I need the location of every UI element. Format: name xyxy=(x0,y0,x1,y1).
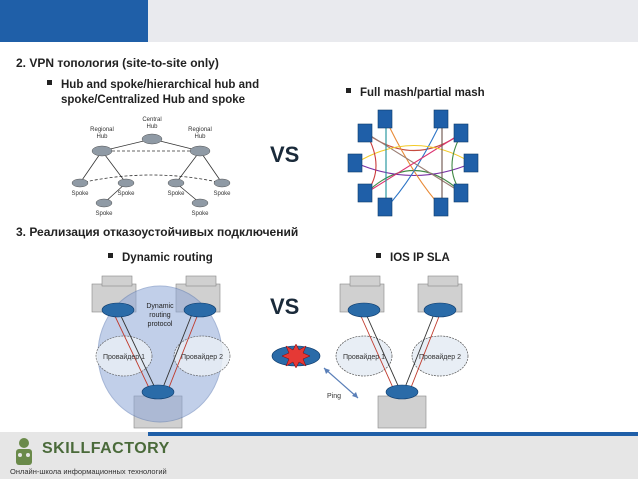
label-regional-hub-right: Regional xyxy=(188,127,212,133)
bullet-full-mash-label: Full mash/partial mash xyxy=(360,87,485,99)
top-bar-accent xyxy=(0,0,148,42)
section2-title: 2. VPN топология (site-to-site only) xyxy=(16,56,219,70)
sla-provider1-label: Провайдер 1 xyxy=(343,353,385,361)
bullet-dynamic-routing-label: Dynamic routing xyxy=(122,252,213,264)
svg-text:Hub: Hub xyxy=(194,134,206,140)
full-mesh-diagram xyxy=(346,108,482,220)
spoke-labels: Spoke Spoke Spoke Spoke Spoke Spoke xyxy=(71,191,231,217)
bullet-hub-spoke-line1: Hub and spoke/hierarchical hub and xyxy=(61,79,260,91)
svg-text:Spoke: Spoke xyxy=(167,191,185,197)
mesh-building-icons xyxy=(347,109,479,217)
sla-provider2-label: Провайдер 2 xyxy=(419,353,461,361)
skillfactory-logo-icon xyxy=(16,438,32,465)
vs-label-1: VS xyxy=(270,142,300,167)
ping-arrow xyxy=(323,367,359,399)
vs-label-2: VS xyxy=(270,294,300,319)
bullet-ip-sla: IOS IP SLA xyxy=(376,251,450,266)
label-regional-hub-left: Regional xyxy=(90,127,114,133)
dynamic-protocol-line2: routing xyxy=(149,312,171,319)
svg-text:Spoke: Spoke xyxy=(95,211,113,217)
bullet-square-icon xyxy=(47,80,52,86)
bullet-dynamic-routing: Dynamic routing xyxy=(108,251,213,266)
bullet-ip-sla-label: IOS IP SLA xyxy=(390,252,450,264)
dyn-provider1-label: Провайдер 1 xyxy=(103,353,145,361)
dynamic-routing-diagram: Dynamic routing protocol Провайдер 1 Про… xyxy=(91,275,231,429)
section3-title: 3. Реализация отказоустойчивых подключен… xyxy=(16,225,299,239)
bottom-bar-accent xyxy=(148,432,638,436)
svg-text:Hub: Hub xyxy=(146,124,158,130)
bullet-square-icon xyxy=(108,253,113,259)
svg-text:Hub: Hub xyxy=(96,134,108,140)
label-central-hub: Central xyxy=(142,117,161,123)
alert-burst-icon xyxy=(281,343,311,369)
svg-text:Spoke: Spoke xyxy=(191,211,209,217)
svg-text:Spoke: Spoke xyxy=(213,191,231,197)
svg-text:Spoke: Spoke xyxy=(117,191,135,197)
dynamic-protocol-line3: protocol xyxy=(148,321,173,328)
dynamic-protocol-line1: Dynamic xyxy=(146,303,174,310)
bullet-full-mash: Full mash/partial mash xyxy=(346,86,485,101)
bullet-square-icon xyxy=(346,88,351,94)
dyn-provider2-label: Провайдер 2 xyxy=(181,353,223,361)
brand-name: SKILLFACTORY xyxy=(42,440,170,457)
top-bar-fill xyxy=(148,0,638,42)
svg-text:Spoke: Spoke xyxy=(71,191,89,197)
hub-spoke-diagram: Regional Hub Central Hub Regional Hub Sp… xyxy=(66,111,236,219)
bullet-hub-spoke: Hub and spoke/hierarchical hub and spoke… xyxy=(47,78,307,108)
router-icons xyxy=(101,302,217,400)
bottom-bar xyxy=(0,432,638,479)
brand-tagline: Онлайн-школа информационных технологий xyxy=(10,467,167,476)
router-icons xyxy=(71,133,231,208)
bullet-square-icon xyxy=(376,253,381,259)
ip-sla-diagram: Провайдер 1 Провайдер 2 Ping xyxy=(271,275,469,429)
bullet-hub-spoke-line2: spoke/Centralized Hub and spoke xyxy=(61,94,246,106)
ping-label: Ping xyxy=(327,393,341,400)
top-bar xyxy=(0,0,638,42)
